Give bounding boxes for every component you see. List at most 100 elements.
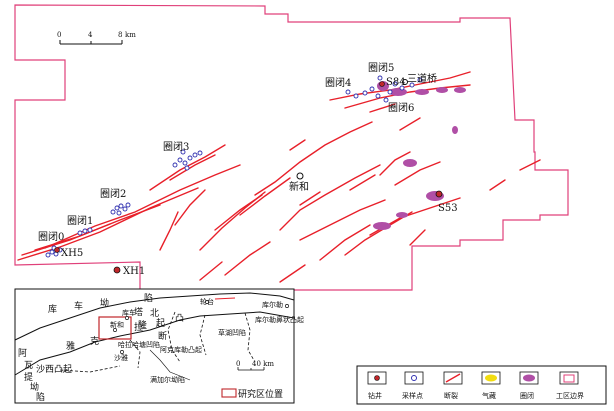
well-xh1 [113, 266, 121, 274]
legend-well-symbol [374, 375, 380, 381]
legend-label-well: 钻井 [368, 391, 382, 400]
inset-town-label: 新和 [110, 320, 124, 329]
inset-region-label: 拉 [134, 321, 143, 333]
well-xh5-label: XH5 [61, 248, 83, 259]
inset-region-label: 凸 [175, 313, 184, 324]
fault [519, 159, 541, 171]
scale-unit: km [125, 31, 136, 39]
closure-4-label: 圈闭4 [325, 76, 351, 89]
fault [489, 179, 506, 191]
fault [44, 164, 241, 249]
sample-point [345, 89, 351, 95]
inset-unit-boundary [167, 311, 181, 363]
closure-polygon [403, 159, 417, 167]
inset-region-label: 满加尔坳陷 [150, 375, 185, 384]
sample-point [77, 230, 83, 236]
inset-town-label: 库车 [122, 308, 136, 317]
fault [17, 187, 199, 261]
fault [279, 264, 306, 283]
fault [394, 161, 441, 186]
legend-fault-symbol [445, 373, 461, 383]
well-sandaoqiao [402, 79, 408, 85]
legend-gas-symbol [485, 374, 497, 382]
sample-point [87, 227, 93, 233]
scale-tick-8: 8 [118, 31, 122, 39]
fault [379, 151, 411, 176]
sample-point [184, 165, 190, 171]
sample-point [177, 157, 183, 163]
fault [199, 191, 266, 251]
inset-town-label: 库尔勒 [262, 300, 283, 309]
fault [279, 164, 381, 231]
closure-1-label: 圈闭1 [67, 214, 93, 227]
fault [169, 154, 216, 181]
well-s53-label: S53 [438, 203, 458, 214]
inset-region-label: 瓦 [24, 360, 33, 371]
fault [289, 139, 306, 151]
inset-town-marker [120, 350, 124, 354]
sample-point [187, 155, 193, 161]
fault [199, 261, 223, 281]
legend: 钻井 采样点 断裂 气藏 圈闭 工区边界 [356, 365, 607, 405]
inset-region-label: 隆 [138, 319, 147, 331]
sample-point [399, 85, 405, 91]
sample-point [45, 252, 51, 258]
inset-basin-outline [14, 311, 295, 376]
inset-region-label: 哈拉哈塘凹陷 [118, 340, 160, 349]
inset-region-label: 车 [74, 300, 83, 312]
inset-town-label: 沙雅 [114, 353, 128, 362]
closure-polygon [415, 89, 429, 95]
fault [239, 177, 291, 216]
inset-scale-tick: 0 [236, 360, 240, 368]
inset-region-label: 陷 [36, 391, 45, 403]
legend-label-boundary: 工区边界 [556, 391, 584, 400]
study-area-box [98, 316, 132, 340]
sample-point [375, 93, 381, 99]
inset-region-label: 阿克库勒凸起 [160, 345, 202, 354]
closure-polygon [396, 212, 408, 218]
inset-region-label: 克 [90, 336, 99, 347]
sample-point [192, 152, 198, 158]
inset-region-label: 提 [24, 372, 33, 383]
fault [369, 103, 396, 113]
well-xh5 [54, 247, 60, 253]
closure-0-label: 圈闭0 [38, 230, 64, 243]
inset-town-marker [205, 300, 209, 304]
well-sandaoqiao-label: 三道桥 [407, 72, 437, 85]
inset-town-marker [113, 328, 117, 332]
sample-points [45, 75, 423, 258]
inset-region-label: 断 [158, 330, 167, 342]
fault [149, 144, 226, 191]
faults [17, 71, 541, 283]
sample-point [49, 249, 55, 255]
fault [254, 121, 373, 196]
sample-point [82, 228, 88, 234]
sample-point [172, 162, 178, 168]
sample-point [369, 86, 375, 92]
inset-region-label: 起 [156, 318, 165, 329]
inset-region-label: 库 [48, 303, 57, 315]
inset-unit-boundary [59, 365, 121, 373]
legend-closure-symbol [523, 374, 535, 382]
sample-point [116, 210, 122, 216]
inset-town-marker [125, 316, 129, 320]
fault [349, 174, 376, 191]
inset-region-label: 雅 [66, 340, 75, 352]
inset-unit-boundary [199, 314, 207, 356]
closure-polygon [436, 87, 448, 93]
well-xh1-label: XH1 [123, 266, 145, 277]
sample-point [417, 77, 423, 83]
fault [299, 199, 386, 241]
inset-region-label: 北 [150, 308, 159, 319]
inset-region-label: 沙西凸起 [36, 364, 72, 375]
sample-point [182, 160, 188, 166]
legend-label-closure: 圈闭 [520, 392, 534, 400]
sample-point [392, 81, 398, 87]
inset-region-label: 坳 [30, 381, 39, 393]
closure-5-label: 圈闭5 [368, 61, 394, 74]
sample-point [383, 97, 389, 103]
fault [174, 189, 206, 226]
well-s84 [379, 81, 385, 87]
closure-2-label: 圈闭2 [100, 187, 126, 200]
well-s84-label: S84 [386, 77, 406, 88]
